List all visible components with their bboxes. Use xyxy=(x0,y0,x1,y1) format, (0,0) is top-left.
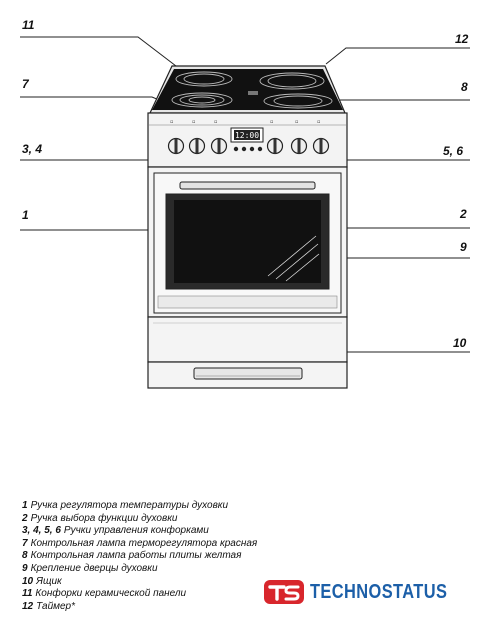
knob-hob-6[interactable] xyxy=(312,137,330,155)
callout-7: 7 xyxy=(22,77,29,91)
knob-oven-function[interactable] xyxy=(266,137,284,155)
knob-oven-temperature[interactable] xyxy=(210,137,228,155)
timer-time: 12:00 xyxy=(235,131,259,140)
burner-front-left xyxy=(171,92,233,108)
glass-reflection xyxy=(267,235,320,282)
svg-text:▫: ▫ xyxy=(317,119,320,125)
svg-text:▫: ▫ xyxy=(192,119,195,125)
stove-diagram: ▫ ▫ ▫ ▫ ▫ ▫ 12:00 xyxy=(20,36,470,389)
callout-10: 10 xyxy=(453,336,467,350)
oven-door-handle[interactable] xyxy=(179,181,316,190)
timer-buttons xyxy=(233,146,263,152)
knob-hob-3[interactable] xyxy=(167,137,185,155)
leader-12 xyxy=(325,47,470,65)
leader-11 xyxy=(20,36,177,67)
oven-window xyxy=(174,200,321,283)
burners xyxy=(171,71,333,109)
callout-11: 11 xyxy=(22,18,35,32)
knob-hob-5[interactable] xyxy=(290,137,308,155)
callout-8: 8 xyxy=(461,80,468,94)
brand-logo: TECHNOSTATUS xyxy=(264,580,477,604)
callout-5-6: 5, 6 xyxy=(443,144,464,158)
burner-back-left xyxy=(175,71,233,87)
svg-text:▫: ▫ xyxy=(214,119,217,125)
svg-text:▫: ▫ xyxy=(270,119,273,125)
callout-1: 1 xyxy=(22,208,29,222)
callout-9: 9 xyxy=(460,240,467,254)
drawer-handle[interactable] xyxy=(193,367,303,380)
plinth xyxy=(147,361,348,389)
control-panel: ▫ ▫ ▫ ▫ ▫ ▫ 12:00 xyxy=(147,112,348,168)
brand-mark-icon xyxy=(264,580,304,604)
callout-3-4: 3, 4 xyxy=(22,142,43,156)
brand-name: TECHNOSTATUS xyxy=(310,580,448,603)
ceramic-cooktop xyxy=(149,65,346,114)
burner-back-right xyxy=(259,72,325,90)
oven-body xyxy=(147,166,348,318)
knob-hob-4[interactable] xyxy=(188,137,206,155)
svg-text:▫: ▫ xyxy=(295,119,298,125)
callout-2: 2 xyxy=(460,207,467,221)
svg-text:▫: ▫ xyxy=(170,119,173,125)
callout-12: 12 xyxy=(455,32,469,46)
burner-front-right xyxy=(263,93,333,109)
storage-drawer[interactable] xyxy=(147,316,348,363)
knobs xyxy=(167,137,330,155)
